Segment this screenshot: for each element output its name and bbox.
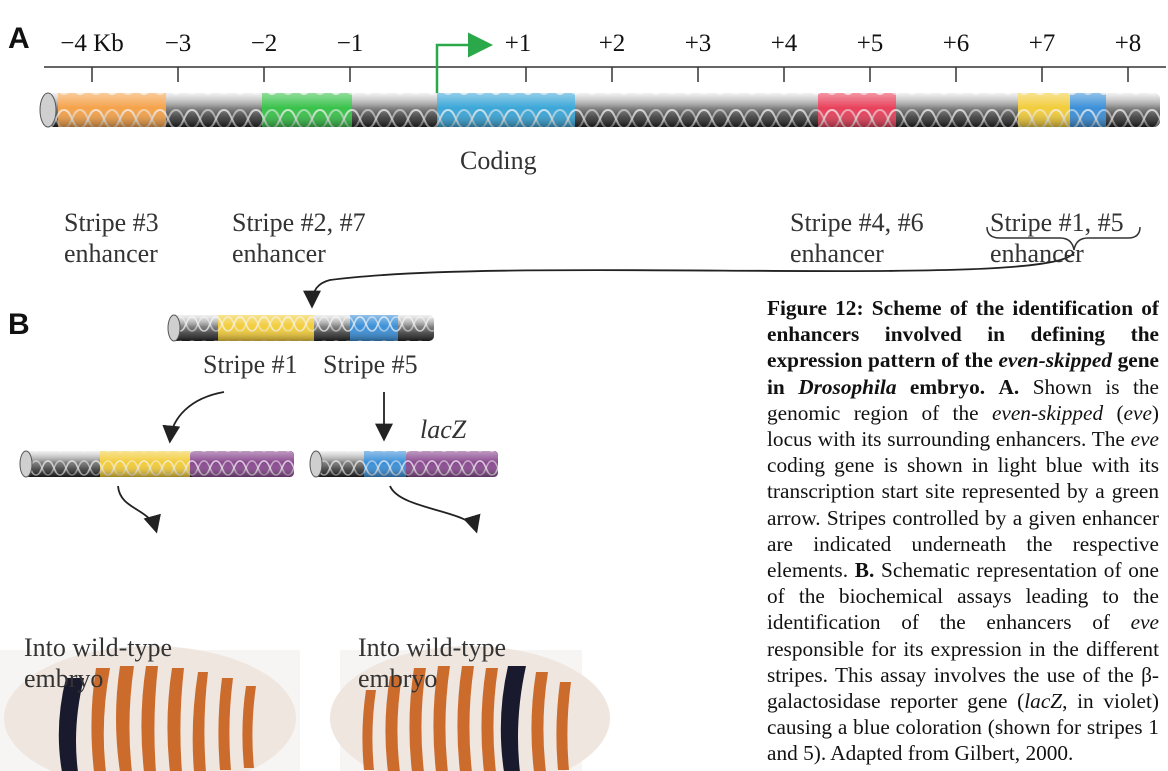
genomic-axis [44, 66, 1166, 82]
arrow-right-into-embryo [389, 485, 481, 534]
construct-stripe1-stripe5 [167, 314, 434, 342]
panel-b-letter: B [8, 308, 30, 341]
tick-label: −2 [250, 30, 278, 57]
arrow-left-into-embryo [117, 485, 161, 534]
stripe15-brace [986, 226, 1141, 251]
tick-label: +3 [684, 30, 712, 57]
tick-label: +5 [856, 30, 884, 57]
caption-title: Figure 12: Scheme of the identification … [767, 296, 1159, 399]
tick-label: +8 [1114, 30, 1142, 57]
tick-label: +1 [504, 30, 532, 57]
figure-caption-container: Figure 12: Scheme of the identification … [767, 295, 1159, 771]
stripe1-label: Stripe #1 [203, 350, 298, 379]
arrow-to-left-construct [162, 391, 225, 444]
tick-label: +4 [770, 30, 798, 57]
caption-a-label: A. [998, 374, 1020, 399]
transcription-start-arrow [435, 32, 493, 93]
caption-b-label: B. [854, 558, 875, 583]
tick-label: +6 [942, 30, 970, 57]
embryo-right-image [330, 646, 610, 771]
genomic-dna-rod [39, 92, 1160, 128]
tick-label: +7 [1028, 30, 1056, 57]
tick-label: +2 [598, 30, 626, 57]
embryo-left-image [0, 646, 300, 771]
tick-label: −4 Kb [60, 30, 124, 57]
lacz-label: lacZ [420, 415, 467, 444]
figure-caption: Figure 12: Scheme of the identification … [767, 296, 1159, 766]
stripe5-label: Stripe #5 [323, 350, 418, 379]
coding-label: Coding [460, 146, 537, 175]
construct-stripe1-lacz [19, 450, 294, 478]
curved-arrow-to-construct [303, 251, 1075, 309]
construct-stripe5-lacz [309, 450, 498, 478]
tick-label: −3 [164, 30, 192, 57]
panel-a-letter: A [8, 22, 30, 55]
tick-label: −1 [336, 30, 364, 57]
